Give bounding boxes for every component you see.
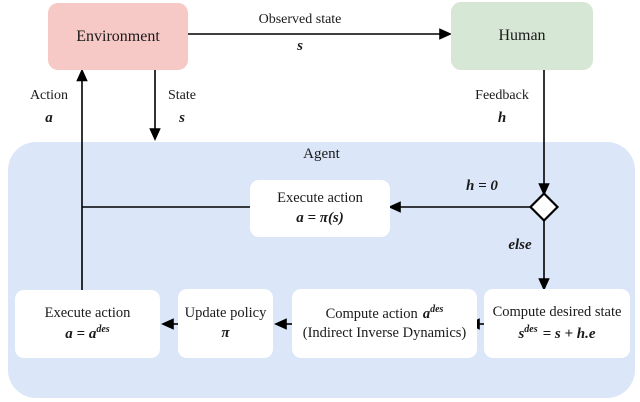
else-arrowhead: [538, 278, 550, 291]
execute-action-desired-formula: a = ades: [65, 324, 110, 343]
execute-action-desired-node: Execute action a = ades: [15, 290, 160, 358]
feedback-label: Feedback: [475, 88, 529, 103]
update-policy-formula: π: [221, 325, 230, 342]
compute-desired-state-formula: sdes= s + h.e: [518, 323, 596, 342]
compute-desired-state-title: Compute desired state: [492, 304, 622, 321]
agent-title: Agent: [303, 146, 340, 162]
state-label: State: [168, 88, 196, 103]
execute-action-policy-title: Execute action: [277, 189, 363, 206]
decision-diamond: [528, 191, 560, 223]
execute-action-policy-node: Execute action a = π(s): [250, 180, 390, 237]
update-policy-title: Update policy: [184, 304, 267, 321]
observed-state-arrowhead: [439, 28, 452, 40]
human-node: Human: [451, 2, 593, 70]
state-symbol: s: [179, 110, 185, 126]
human-label: Human: [498, 27, 546, 44]
h-zero-label: h = 0: [466, 178, 498, 194]
execute-action-desired-title: Execute action: [44, 304, 131, 321]
environment-node: Environment: [48, 3, 188, 70]
execute-action-policy-formula: a = π(s): [296, 210, 344, 227]
action-arrowhead: [76, 68, 88, 82]
action-to-policy-arrowhead: [274, 318, 287, 330]
environment-label: Environment: [76, 27, 160, 45]
policy-to-execute-arrowhead: [161, 318, 174, 330]
observed-state-symbol: s: [297, 38, 303, 54]
observed-state-label: Observed state: [258, 12, 342, 27]
action-symbol: a: [45, 110, 53, 126]
compute-action-subtitle: (Indirect Inverse Dynamics): [302, 325, 467, 342]
state-arrowhead: [149, 128, 161, 141]
else-label: else: [508, 237, 532, 253]
update-policy-node: Update policy π: [178, 289, 273, 358]
action-label: Action: [29, 88, 69, 103]
feedback-arrowhead: [538, 183, 550, 196]
feedback-symbol: h: [497, 110, 507, 126]
h-zero-arrowhead: [388, 201, 401, 213]
compute-action-var: ades: [422, 304, 444, 322]
compute-desired-state-node: Compute desired state sdes= s + h.e: [484, 289, 630, 358]
